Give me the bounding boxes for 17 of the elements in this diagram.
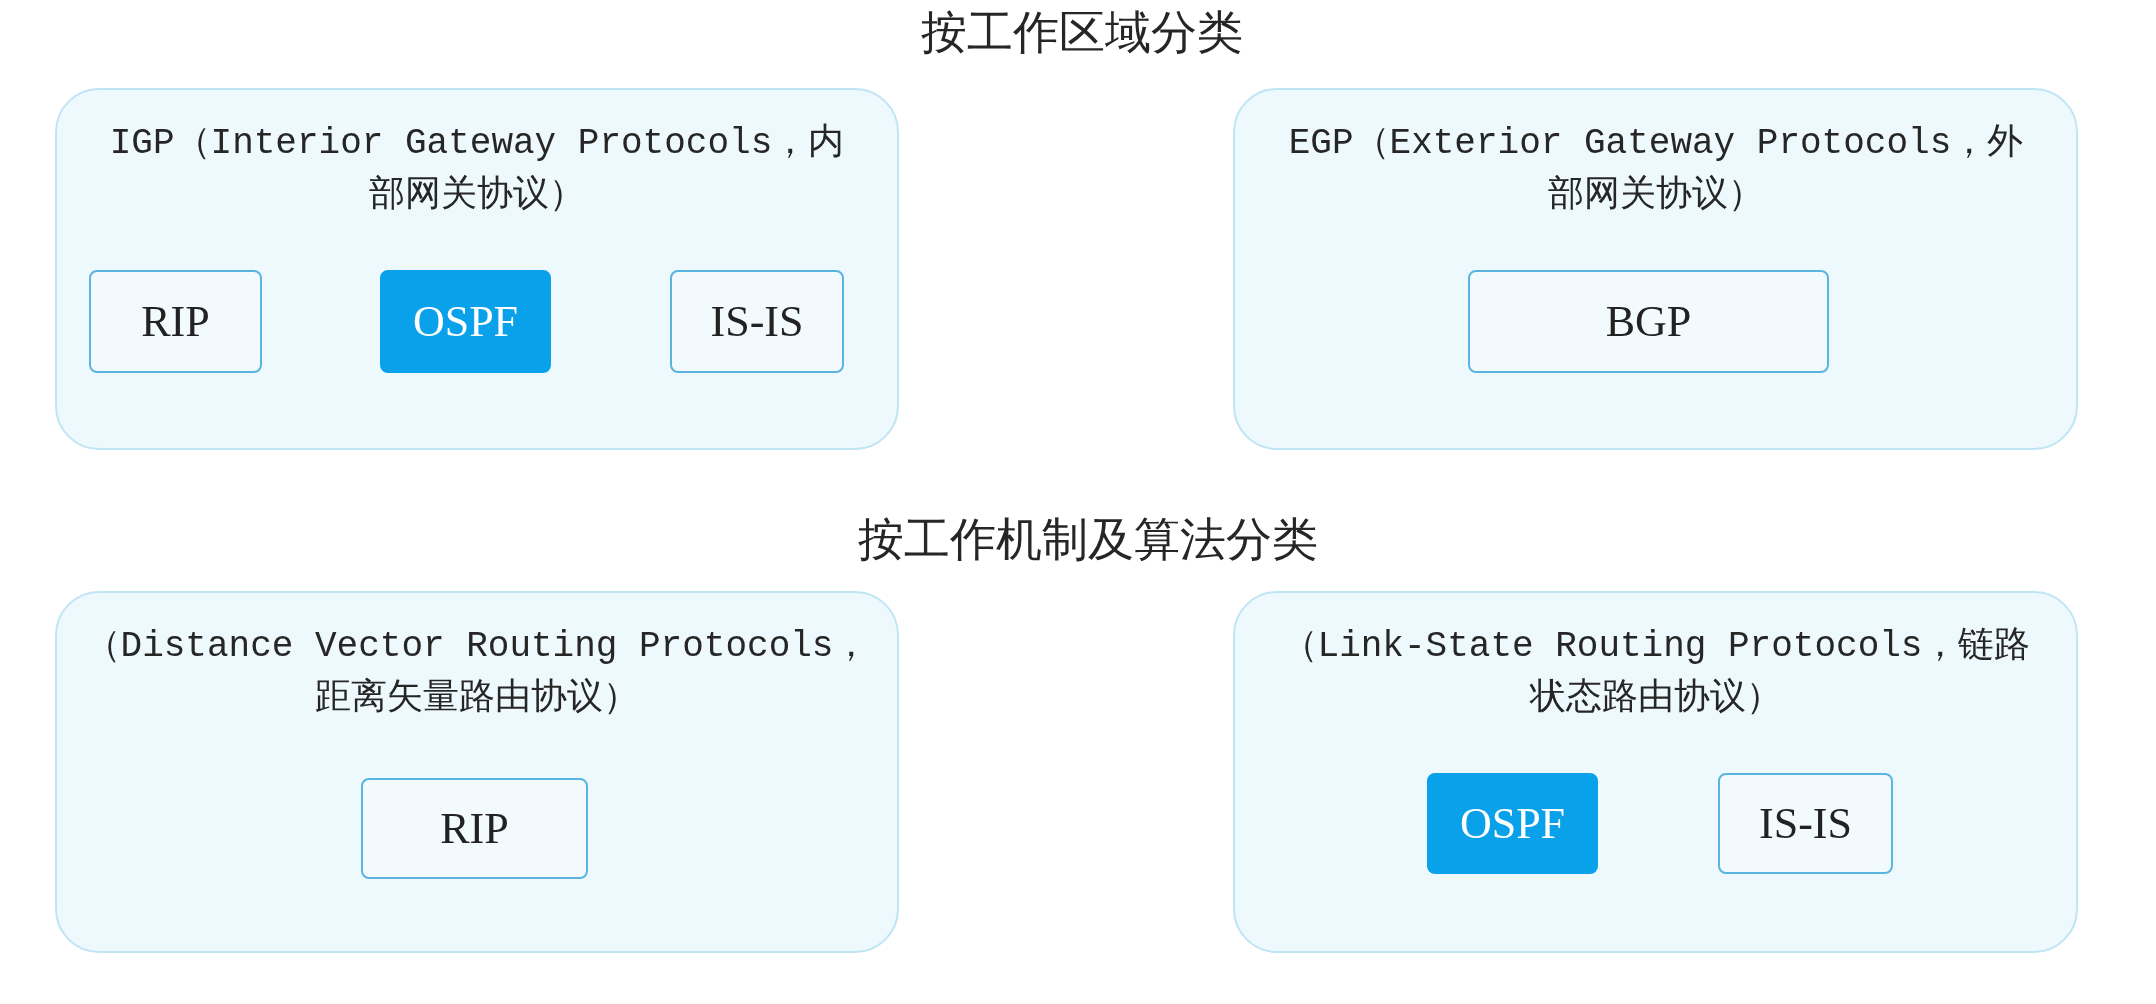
protocol-box: BGP bbox=[1468, 270, 1829, 373]
section-heading: 按工作区域分类 bbox=[921, 5, 1243, 60]
section-heading: 按工作机制及算法分类 bbox=[858, 512, 1318, 567]
group-panel bbox=[1233, 88, 2078, 450]
highlighted-protocol-box: OSPF bbox=[1427, 773, 1598, 874]
highlighted-protocol-box: OSPF bbox=[380, 270, 551, 373]
group-panel bbox=[1233, 591, 2078, 953]
protocol-box: IS-IS bbox=[1718, 773, 1893, 874]
protocol-box: IS-IS bbox=[670, 270, 844, 373]
group-panel bbox=[55, 591, 899, 953]
protocol-box: RIP bbox=[89, 270, 262, 373]
group-panel bbox=[55, 88, 899, 450]
panel-heading: EGP（Exterior Gateway Protocols，外部网关协议） bbox=[1288, 123, 2024, 216]
protocol-box: RIP bbox=[361, 778, 588, 879]
panel-heading: （Distance Vector Routing Protocols，距离矢量路由协议） bbox=[84, 626, 870, 719]
panel-heading: （Link-State Routing Protocols，链路状态路由协议） bbox=[1281, 626, 2031, 719]
panel-heading: IGP（Interior Gateway Protocols，内部网关协议） bbox=[109, 123, 845, 216]
